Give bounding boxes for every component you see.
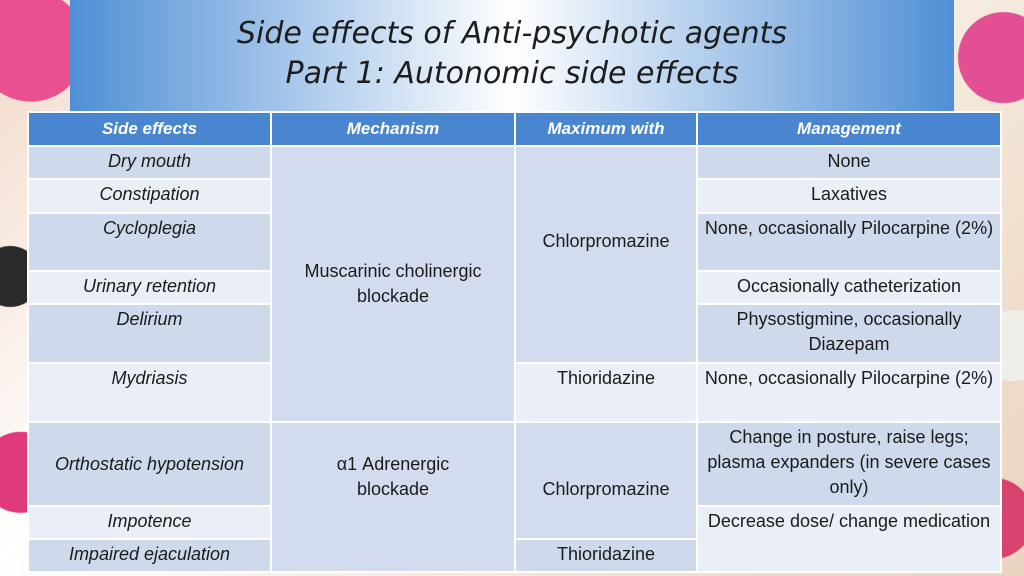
table-row: Urinary retention Occasionally catheteri…: [27, 270, 1002, 305]
table-row: Mydriasis Thioridazine None, occasionall…: [27, 362, 1002, 423]
table-row: Dry mouth Muscarinic cholinergic blockad…: [27, 145, 1002, 423]
side-effect-cell: Delirium: [27, 303, 272, 364]
side-effect-cell: Dry mouth: [27, 145, 272, 180]
mechanism-cell: Muscarinic cholinergic blockade: [270, 145, 516, 423]
maximum-with-cell: Thioridazine: [514, 362, 698, 423]
management-cell: Laxatives: [696, 178, 1002, 214]
maximum-with-cell: Chlorpromazine: [514, 145, 698, 364]
header-mechanism: Mechanism: [270, 111, 516, 147]
side-effect-cell: Impotence: [27, 505, 272, 540]
title-line-1: Side effects of Anti-psychotic agents: [236, 16, 788, 51]
table-row: Orthostatic hypotension α1 Adrenergic bl…: [27, 421, 1002, 573]
table-row: Impotence Decrease dose/ change medicati…: [27, 505, 1002, 573]
side-effect-cell: Cycloplegia: [27, 212, 272, 272]
header-management: Management: [696, 111, 1002, 147]
mechanism-cell: α1 Adrenergic blockade: [270, 421, 516, 573]
management-cell: Occasionally catheterization: [696, 270, 1002, 305]
header-maximum-with: Maximum with: [514, 111, 698, 147]
title-panel: Side effects of Anti-psychotic agents Pa…: [70, 0, 954, 112]
side-effects-table: Side effects Mechanism Maximum with Mana…: [27, 111, 1002, 573]
side-effect-cell: Orthostatic hypotension: [27, 421, 272, 507]
side-effect-cell: Urinary retention: [27, 270, 272, 305]
management-cell: None, occasionally Pilocarpine (2%): [696, 362, 1002, 423]
management-cell: None: [696, 145, 1002, 180]
side-effect-cell: Impaired ejaculation: [27, 538, 272, 573]
slide-title: Side effects of Anti-psychotic agents Pa…: [70, 14, 954, 94]
table-row: Impaired ejaculation Thioridazine: [27, 538, 1001, 573]
management-cell: Physostigmine, occasionally Diazepam: [696, 303, 1002, 364]
table-row: Cycloplegia None, occasionally Pilocarpi…: [27, 212, 1002, 272]
maximum-with-cell: Thioridazine: [514, 538, 698, 573]
side-effect-cell: Constipation: [27, 178, 272, 214]
table-row: Constipation Laxatives: [27, 178, 1002, 214]
header-side-effects: Side effects: [27, 111, 272, 147]
side-effect-cell: Mydriasis: [27, 362, 272, 423]
management-cell: None, occasionally Pilocarpine (2%): [696, 212, 1002, 272]
management-cell: Change in posture, raise legs; plasma ex…: [696, 421, 1002, 507]
table-row: Delirium Physostigmine, occasionally Dia…: [27, 303, 1002, 364]
management-cell: Decrease dose/ change medication: [696, 505, 1002, 573]
title-line-2: Part 1: Autonomic side effects: [285, 56, 739, 91]
maximum-with-cell: Chlorpromazine: [514, 421, 698, 540]
table-header-row: Side effects Mechanism Maximum with Mana…: [27, 111, 1002, 147]
